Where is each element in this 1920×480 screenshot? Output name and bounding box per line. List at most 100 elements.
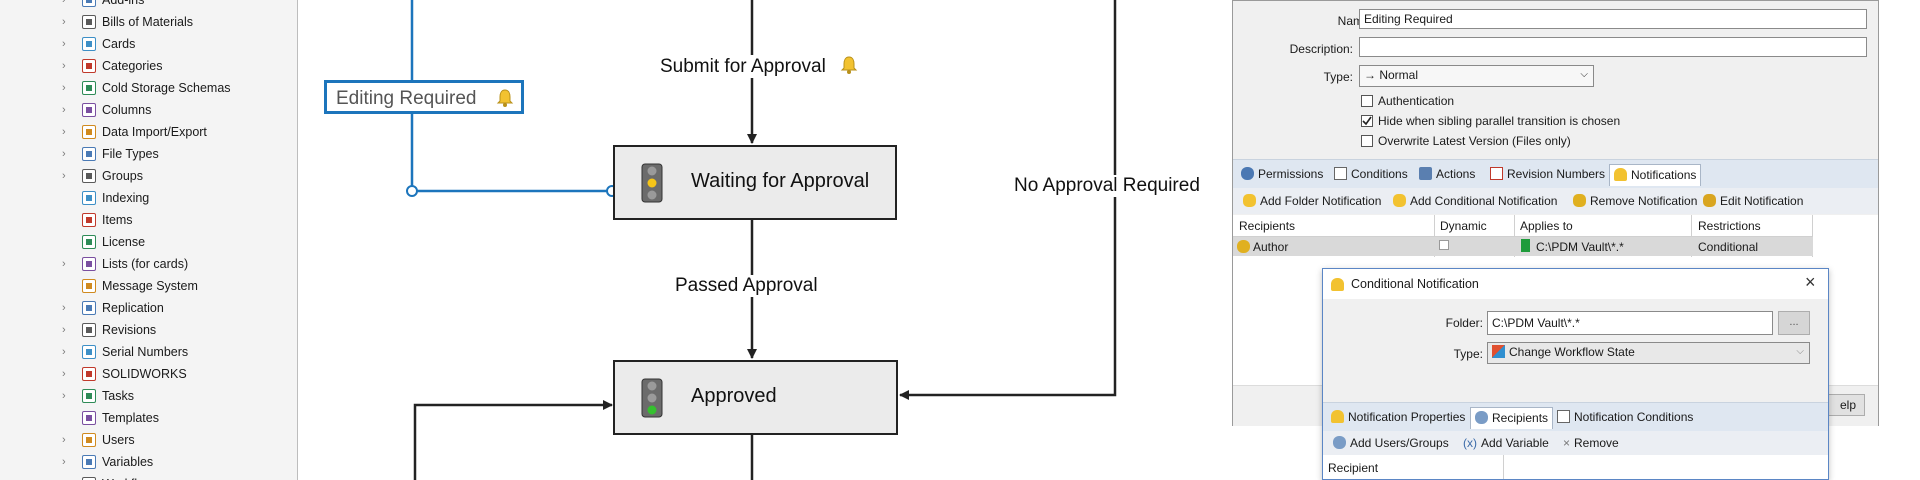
chevron-right-icon[interactable]: › [62,346,66,358]
groups-icon [82,169,96,183]
sidebar-item-license[interactable]: License [0,231,297,253]
sidebar-item-categories[interactable]: › Categories [0,55,297,77]
sidebar-item-label: Columns [102,103,152,117]
sidebar-item-variables[interactable]: ›Variables [0,451,297,473]
chevron-right-icon[interactable]: › [62,258,66,270]
icon-glyph [86,63,92,69]
sidebar-item-tasks[interactable]: ›Tasks [0,385,297,407]
state-approved[interactable]: Approved [613,360,898,435]
checkbox-0[interactable] [1361,95,1373,107]
chevron-right-icon[interactable]: › [62,390,66,402]
chevron-right-icon[interactable]: › [62,82,66,94]
chevron-right-icon[interactable]: › [62,16,66,28]
chevron-right-icon[interactable]: › [62,434,66,446]
chevron-right-icon[interactable]: › [62,0,66,6]
chevron-right-icon[interactable]: › [62,324,66,336]
sidebar-item-bills-of-materials[interactable]: ›Bills of Materials [0,11,297,33]
remove-recipient-button[interactable]: ×Remove [1563,436,1619,450]
tab-notification-conditions[interactable]: Notification Conditions [1553,407,1697,429]
sidebar-item-serial-numbers[interactable]: ›Serial Numbers [0,341,297,363]
sidebar-item-message-system[interactable]: Message System [0,275,297,297]
chevron-right-icon[interactable]: › [62,477,72,480]
col-dynamic[interactable]: Dynamic [1440,219,1487,233]
col-applies-to[interactable]: Applies to [1520,219,1573,233]
sidebar-item-revisions[interactable]: › Revisions [0,319,297,341]
remove-notification-button[interactable]: Remove Notification [1573,194,1697,208]
icon-glyph [86,437,92,443]
tab-notification-properties[interactable]: Notification Properties [1327,407,1469,429]
icon-glyph [86,41,92,47]
sidebar-item-items[interactable]: Items [0,209,297,231]
sidebar-item-users[interactable]: ›Users [0,429,297,451]
chevron-right-icon[interactable]: › [62,148,66,160]
sidebar-item-solidworks[interactable]: ›SOLIDWORKS [0,363,297,385]
replication-icon [82,301,96,315]
transition-no-approval-line[interactable] [899,0,1117,400]
tab-permissions[interactable]: Permissions [1237,164,1327,186]
sidebar-item-label: File Types [102,147,159,161]
transition-no-approval-label[interactable]: No Approval Required [1014,175,1200,197]
tab-recipients[interactable]: Recipients [1470,407,1554,429]
table-row[interactable]: Author C:\PDM Vault\*.* Conditional [1233,237,1813,256]
dynamic-checkbox[interactable] [1439,240,1449,250]
transition-submit-label[interactable]: Submit for Approval [660,55,860,78]
tab-revision-numbers[interactable]: Revision Numbers [1486,164,1609,186]
tab-actions[interactable]: Actions [1415,164,1479,186]
workflow-canvas[interactable]: Editing Required Submit for Approval Wai… [298,0,1232,480]
grid-header-row: Recipients Dynamic Applies to Restrictio… [1233,215,1813,257]
tab-conditions[interactable]: Conditions [1330,164,1412,186]
close-icon[interactable]: × [1805,272,1816,292]
sidebar-item-label: Revisions [102,323,157,337]
chevron-right-icon[interactable]: › [62,126,66,138]
chevron-right-icon[interactable]: › [62,456,66,468]
checkmark-icon [1362,116,1372,126]
recipient-list: Recipient [1323,455,1828,479]
sidebar-item-file-types[interactable]: › File Types [0,143,297,165]
connector-handle[interactable] [406,185,418,197]
sidebar-item-cards[interactable]: ›Cards [0,33,297,55]
checkbox-2[interactable] [1361,135,1373,147]
transition-passed-label[interactable]: Passed Approval [675,275,818,297]
sidebar-item-label: Categories [102,59,163,73]
sidebar-item-add-ins[interactable]: ›Add-ins [0,0,297,11]
folder-field[interactable]: C:\PDM Vault\*.* [1487,311,1773,335]
checkbox-1[interactable] [1361,115,1373,127]
chevron-right-icon[interactable]: › [62,170,66,182]
type-select[interactable]: → Normal ⌵ [1359,65,1594,87]
browse-button[interactable]: ... [1778,311,1810,335]
transition-editing-required-label[interactable]: Editing Required [324,80,524,114]
name-field[interactable]: Editing Required [1359,9,1867,29]
add-variable-button[interactable]: (x)Add Variable [1463,436,1549,450]
sidebar-item-workflows[interactable]: ›Workflows [0,473,297,480]
sidebar-item-cold-storage-schemas[interactable]: ›Cold Storage Schemas [0,77,297,99]
chevron-right-icon[interactable]: › [62,60,66,72]
add-folder-notification-button[interactable]: Add Folder Notification [1243,194,1381,208]
description-field[interactable] [1359,37,1867,57]
workflows-icon [82,477,96,480]
chevron-right-icon[interactable]: › [62,302,66,314]
traffic-light-icon [641,378,663,418]
sidebar-item-columns[interactable]: › Columns [0,99,297,121]
sidebar-item-data-import-export[interactable]: ›Data Import/Export [0,121,297,143]
edit-notification-button[interactable]: Edit Notification [1703,194,1803,208]
folder-label: Folder: [1445,316,1483,330]
state-waiting-for-approval[interactable]: Waiting for Approval [613,145,897,220]
chevron-right-icon[interactable]: › [62,38,66,50]
add-conditional-notification-button[interactable]: Add Conditional Notification [1393,194,1557,208]
sidebar-item-indexing[interactable]: Indexing [0,187,297,209]
col-restrictions[interactable]: Restrictions [1698,219,1761,233]
bell-icon [1331,410,1344,423]
sidebar-item-groups[interactable]: ›Groups [0,165,297,187]
sidebar-item-lists-for-cards[interactable]: ›Lists (for cards) [0,253,297,275]
col-recipient[interactable]: Recipient [1328,461,1379,475]
sidebar-item-templates[interactable]: Templates [0,407,297,429]
chevron-right-icon[interactable]: › [62,368,66,380]
sidebar-item-replication[interactable]: ›Replication [0,297,297,319]
type-select[interactable]: Change Workflow State ⌵ [1487,342,1810,364]
tab-notifications[interactable]: Notifications [1609,164,1702,186]
chevron-right-icon[interactable]: › [62,104,66,116]
col-recipients[interactable]: Recipients [1239,219,1296,233]
vault-icon [1521,239,1530,252]
add-users-groups-button[interactable]: Add Users/Groups [1333,436,1449,450]
transition-left-loop-line[interactable] [413,400,613,480]
